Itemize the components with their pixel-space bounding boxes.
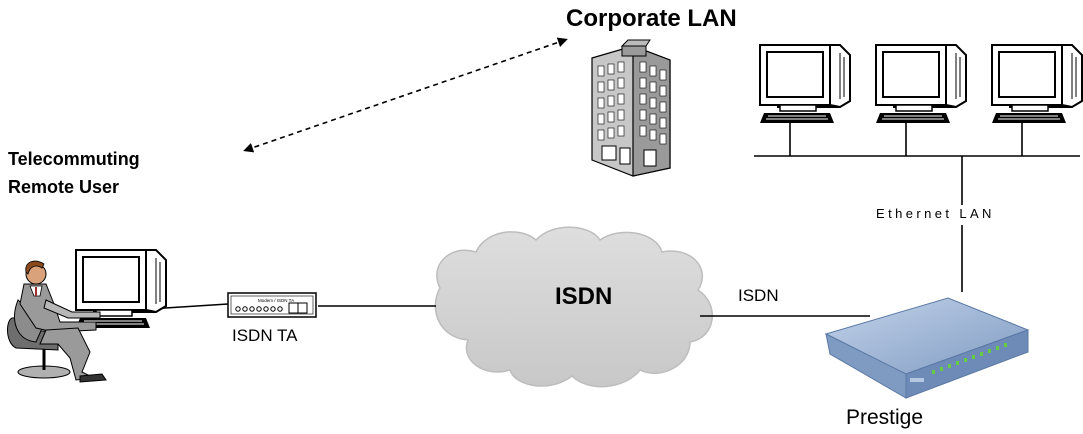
corporate-lan-title: Corporate LAN	[566, 5, 737, 32]
lan-computer-icon	[875, 44, 967, 124]
isdn-cloud-label: ISDN	[555, 283, 613, 310]
isdn-cloud	[434, 226, 713, 388]
remote-user-label-line1: Telecommuting	[8, 149, 140, 169]
office-building-icon	[591, 39, 671, 177]
prestige-label: Prestige	[846, 406, 924, 429]
lan-computer-icon	[759, 44, 851, 124]
ethernet-lan-label: Ethernet LAN	[876, 206, 995, 221]
isdn-ta-device-icon: Modem / ISDN TA	[227, 292, 317, 318]
connection-arrow	[243, 37, 568, 153]
remote-user-person-icon	[7, 260, 107, 383]
svg-text:Modem / ISDN TA: Modem / ISDN TA	[258, 298, 294, 303]
prestige-router-icon	[824, 297, 1030, 399]
remote-user-label-line2: Remote User	[8, 177, 120, 197]
ethernet-bus	[754, 123, 1080, 292]
lan-computer-icon	[991, 44, 1083, 124]
isdn-ta-label: ISDN TA	[232, 326, 298, 345]
isdn-line-label: ISDN	[738, 286, 779, 305]
